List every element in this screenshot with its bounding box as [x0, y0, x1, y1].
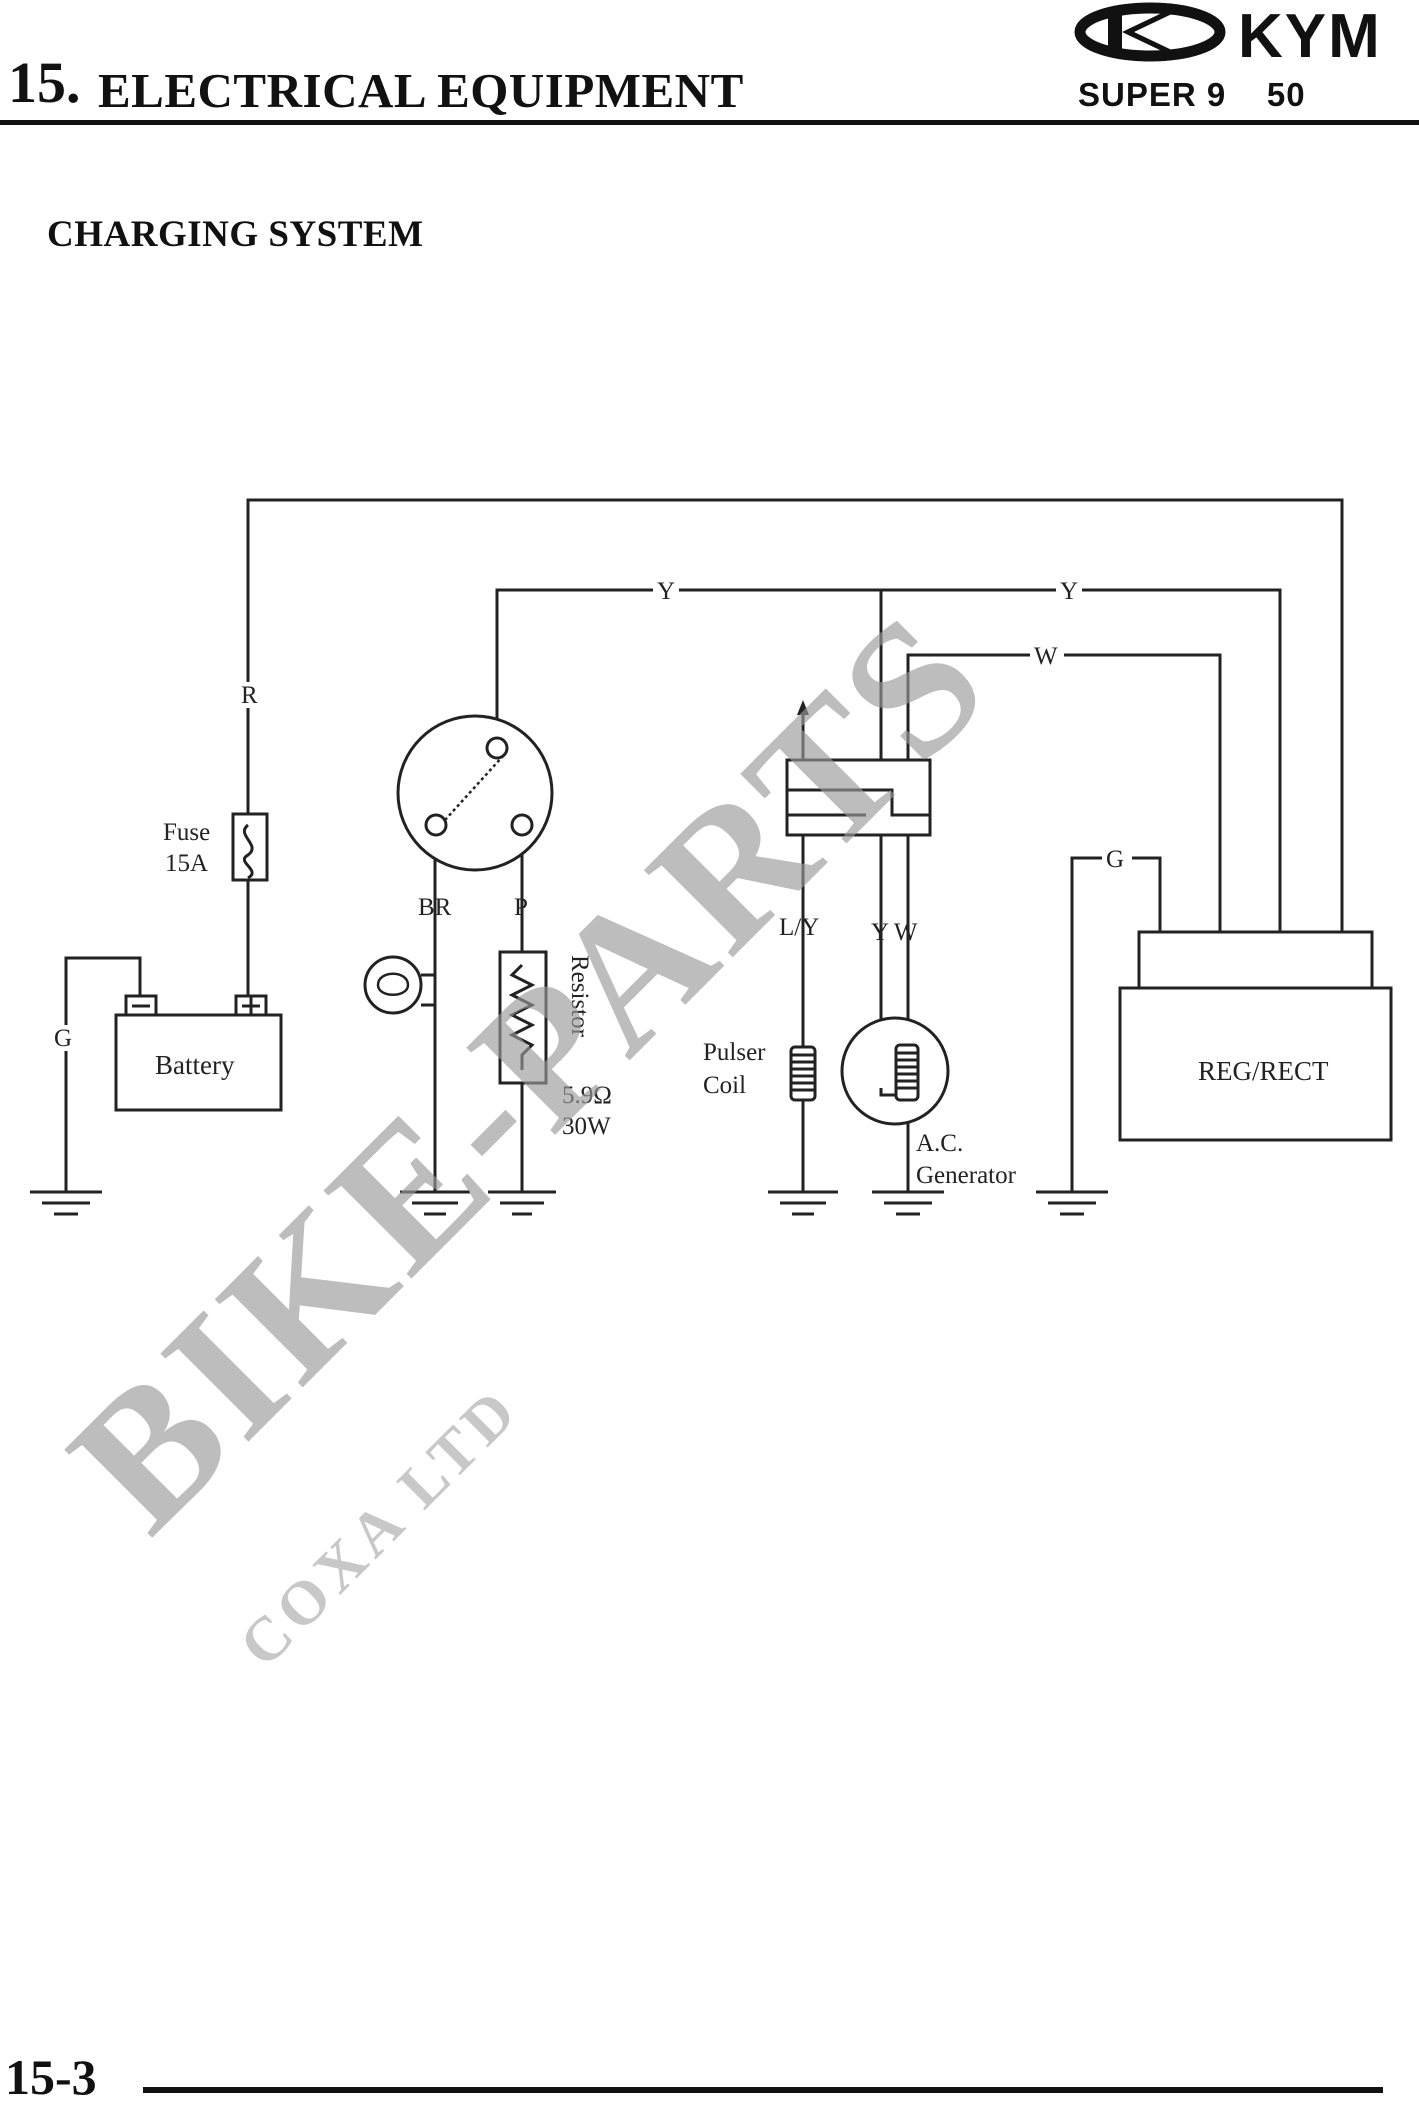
wire-label-g-left: G — [54, 1025, 72, 1052]
brand-emblem-icon — [1074, 2, 1226, 62]
fuse-element — [242, 823, 254, 880]
wire-label-br: BR — [418, 894, 452, 921]
wire-yellow — [495, 588, 1282, 932]
resistor-watts: 30W — [562, 1113, 611, 1140]
switch-terminal-left — [424, 813, 448, 837]
ground-icon — [768, 1190, 838, 1216]
ac-label: A.C. — [916, 1130, 963, 1157]
ground-icon — [400, 1190, 470, 1216]
ground-icon — [30, 1190, 102, 1216]
regulator-top — [1137, 930, 1374, 990]
resistor-ohms: 5.9Ω — [562, 1082, 612, 1109]
footer-divider — [143, 2087, 1383, 2093]
switch-contact — [444, 755, 504, 821]
switch-terminal-right — [510, 813, 534, 837]
wire-label-y-top: Y — [657, 578, 675, 605]
fuse-rating: 15A — [165, 850, 208, 877]
brand-name: KYM — [1238, 2, 1382, 71]
ground-icon — [1036, 1190, 1108, 1216]
regulator-label: REG/RECT — [1198, 1056, 1329, 1086]
battery-body — [114, 1013, 283, 1112]
section-number: 15. — [8, 50, 81, 115]
ground-icon — [872, 1190, 944, 1216]
coil-label: Coil — [703, 1072, 746, 1099]
header-divider — [0, 120, 1419, 125]
page-number: 15-3 — [5, 2049, 97, 2105]
wire-label-y-right: Y — [1060, 578, 1078, 605]
fuse-label: Fuse — [163, 819, 210, 846]
wire-red — [246, 498, 1344, 993]
generator-label: Generator — [916, 1162, 1017, 1189]
wire-label-ly: L/Y — [779, 914, 819, 941]
wire-ground-left — [64, 956, 142, 1192]
wire-label-yw: Y W — [871, 919, 918, 946]
ground-symbols — [30, 1190, 1108, 1216]
switch-terminal-top — [485, 736, 509, 760]
wire-label-p: P — [514, 894, 528, 921]
battery-label: Battery — [155, 1050, 235, 1080]
pulser-label: Pulser — [703, 1039, 766, 1066]
pulser-coil-symbol — [789, 1045, 817, 1102]
wire-label-r: R — [241, 682, 258, 709]
regulator-body — [1118, 986, 1393, 1142]
resistor-label: Resistor — [566, 955, 593, 1038]
page-heading: CHARGING SYSTEM — [47, 214, 424, 255]
section-title: ELECTRICAL EQUIPMENT — [98, 63, 744, 118]
arrow-up-icon — [797, 700, 809, 715]
model-name: SUPER 9 50 — [1078, 76, 1306, 113]
wire-label-w: W — [1034, 643, 1058, 670]
brand-logo: KYM — [1068, 0, 1418, 72]
wire-label-g-right: G — [1106, 846, 1124, 873]
ground-icon — [488, 1190, 556, 1216]
lamp-icon — [363, 955, 423, 1015]
